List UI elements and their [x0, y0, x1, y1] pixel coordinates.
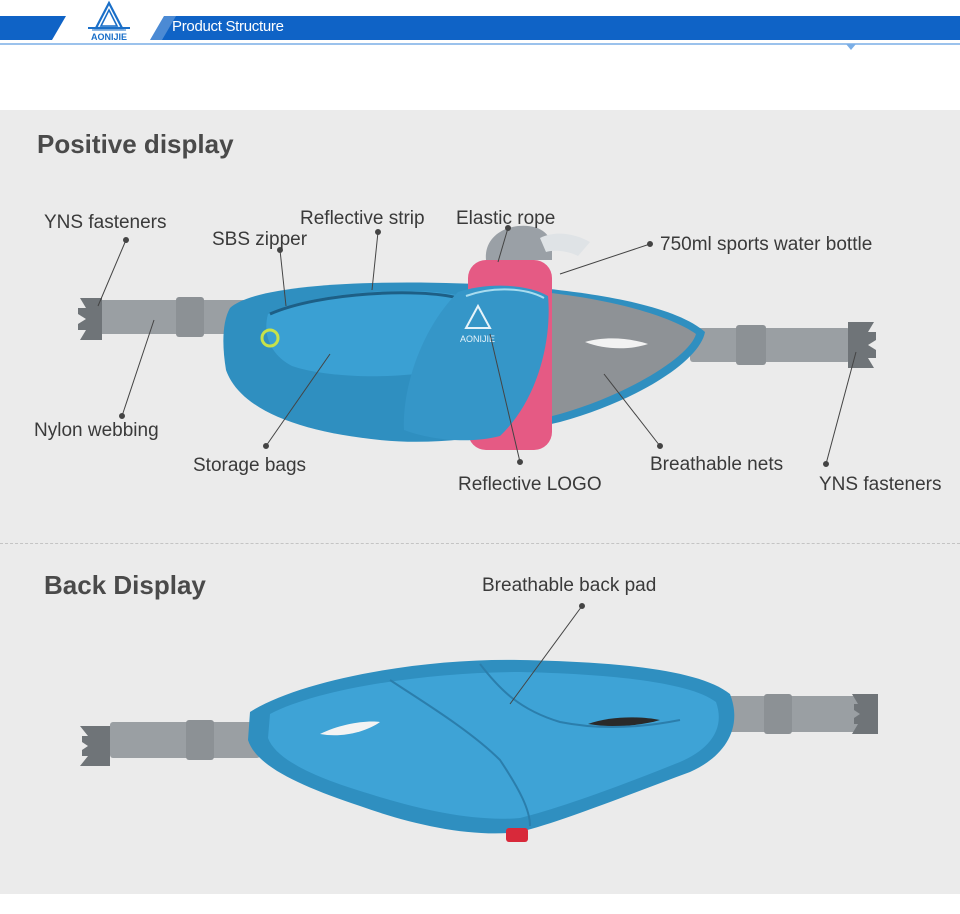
- reflective-logo-icon: [464, 303, 492, 329]
- left-buckle-icon: [78, 298, 102, 340]
- section-divider: [0, 543, 960, 544]
- label-yns-fasteners-left: YNS fasteners: [44, 212, 167, 233]
- front-section-title: Positive display: [37, 129, 234, 159]
- storage-pocket: [266, 290, 464, 377]
- label-yns-fasteners-right: YNS fasteners: [819, 474, 942, 495]
- back-left-buckle-icon: [80, 726, 110, 766]
- back-left-strap: [110, 722, 260, 758]
- left-strap: [96, 300, 246, 334]
- label-sbs-zipper: SBS zipper: [212, 229, 308, 250]
- header-banner: AONIJIE Product Structure: [0, 0, 960, 60]
- label-storage-bags: Storage bags: [193, 455, 307, 476]
- header-title: Product Structure: [172, 18, 284, 35]
- label-breathable-nets: Breathable nets: [650, 454, 784, 475]
- back-pad-mesh: [268, 672, 719, 819]
- right-buckle-icon: [848, 322, 876, 368]
- label-reflective-strip: Reflective strip: [300, 208, 425, 229]
- label-breathable-back-pad: Breathable back pad: [482, 575, 657, 596]
- front-waist-pack: AONIJIE: [78, 225, 876, 450]
- right-strap-slider: [736, 325, 766, 365]
- label-elastic-rope: Elastic rope: [456, 208, 556, 229]
- product-panel: Positive display Back Display: [0, 110, 960, 894]
- back-section-title: Back Display: [44, 570, 206, 600]
- back-waist-pack: [80, 659, 878, 842]
- back-callouts: [509, 603, 585, 705]
- back-pull-tab: [506, 828, 528, 842]
- bottle-holder: [403, 285, 549, 441]
- label-water-bottle: 750ml sports water bottle: [660, 234, 873, 255]
- pack-logo-text: AONIJIE: [460, 334, 495, 344]
- back-right-buckle-icon: [852, 694, 878, 734]
- product-illustration: AONIJIE: [78, 225, 878, 842]
- zipper-pull-icon: [260, 328, 280, 348]
- right-strap: [690, 328, 850, 362]
- label-reflective-logo: Reflective LOGO: [458, 474, 602, 495]
- brand-logo: [84, 0, 134, 48]
- label-nylon-webbing: Nylon webbing: [34, 420, 159, 441]
- left-strap-slider: [176, 297, 204, 337]
- brand-logo-text: AONIJIE: [90, 32, 127, 42]
- front-callouts: [97, 225, 857, 467]
- banner-shape: [0, 16, 960, 50]
